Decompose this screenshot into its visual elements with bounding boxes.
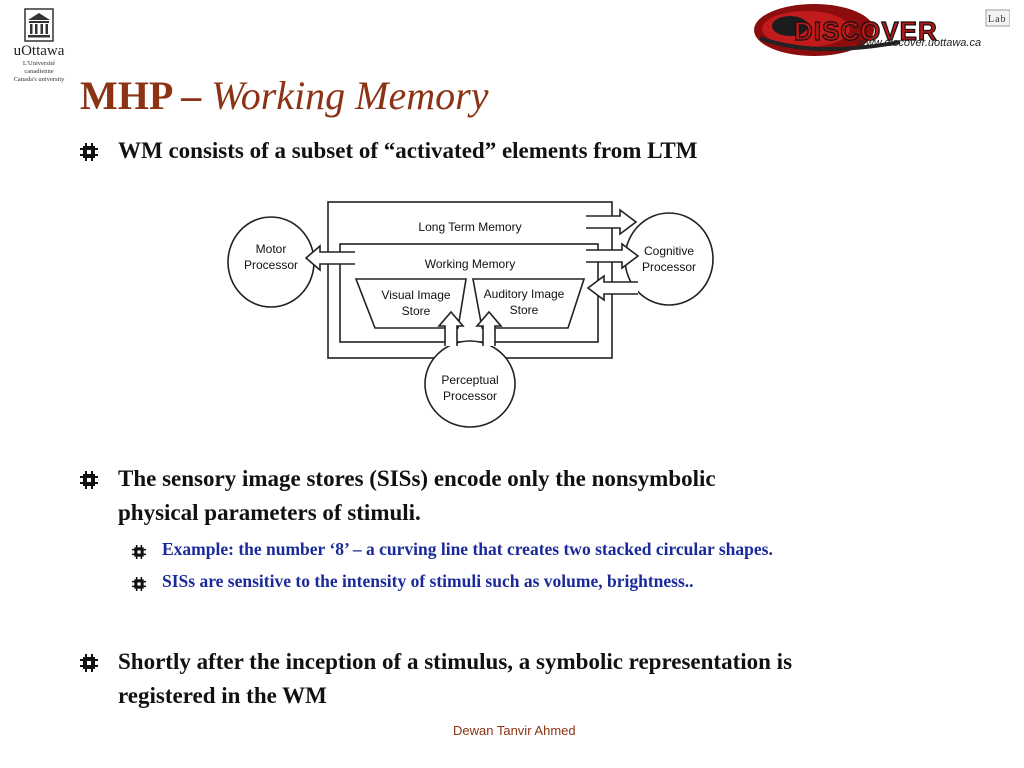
arrow-perceptual-to-visual xyxy=(437,310,465,346)
university-building-icon xyxy=(24,8,54,42)
discover-lab-logo: DISCOVER xyxy=(754,4,1010,56)
arrow-ltm-to-cognitive xyxy=(586,208,638,236)
arrow-wm-to-motor xyxy=(304,244,355,272)
sub-bullet-1-text: Example: the number ‘8’ – a curving line… xyxy=(162,539,773,559)
uottawa-logo: uOttawa L'Université canadienne Canada's… xyxy=(8,8,70,84)
wm-label: Working Memory xyxy=(425,257,515,271)
mhp-diagram: Long Term Memory Working Memory Visual I… xyxy=(227,201,714,428)
square-hash-bullet-icon xyxy=(80,654,98,672)
bullet-1-text: WM consists of a subset of “activated” e… xyxy=(118,138,698,163)
bullet-2-line-2: physical parameters of stimuli. xyxy=(118,500,421,525)
arrow-perceptual-to-auditory xyxy=(475,310,503,346)
square-hash-bullet-icon xyxy=(132,577,146,591)
discover-logo-text: DISCOVER xyxy=(794,16,938,46)
title-prefix: MHP – xyxy=(80,73,212,118)
visual-store-label-2: Store xyxy=(402,304,431,318)
lab-badge: Lab xyxy=(988,14,1007,25)
motor-label-1: Motor xyxy=(256,242,287,256)
auditory-store-label-2: Store xyxy=(510,303,539,317)
square-hash-bullet-icon xyxy=(80,143,98,161)
university-name: uOttawa xyxy=(13,43,65,59)
ltm-label: Long Term Memory xyxy=(418,220,521,234)
university-subtitle-en: Canada's university xyxy=(13,76,65,83)
footer-author: Dewan Tanvir Ahmed xyxy=(453,723,576,738)
perceptual-label-1: Perceptual xyxy=(441,373,498,387)
arrow-wm-to-cognitive xyxy=(586,242,640,270)
title-italic: Working Memory xyxy=(211,73,489,118)
motor-label-2: Processor xyxy=(244,258,298,272)
cognitive-label-2: Processor xyxy=(642,260,696,274)
slide-title: MHP – Working Memory xyxy=(80,72,488,119)
bullet-2-line-1: The sensory image stores (SISs) encode o… xyxy=(118,466,716,491)
square-hash-bullet-icon xyxy=(132,545,146,559)
visual-image-store xyxy=(354,278,467,329)
bullet-3-line-2: registered in the WM xyxy=(118,683,327,708)
visual-store-label-1: Visual Image xyxy=(381,288,450,302)
square-hash-bullet-icon xyxy=(80,471,98,489)
auditory-image-store xyxy=(472,278,586,329)
bullet-3-line-1: Shortly after the inception of a stimulu… xyxy=(118,649,793,674)
cognitive-processor xyxy=(624,212,714,306)
perceptual-processor xyxy=(424,340,516,428)
sub-bullet-2-text: SISs are sensitive to the intensity of s… xyxy=(162,571,694,591)
auditory-store-label-1: Auditory Image xyxy=(484,287,565,301)
arrow-cognitive-to-wm xyxy=(586,274,638,302)
lab-url: www.discover.uottawa.ca xyxy=(858,37,982,49)
perceptual-label-2: Processor xyxy=(443,389,497,403)
university-subtitle-fr: L'Université canadienne xyxy=(22,60,56,75)
cognitive-label-1: Cognitive xyxy=(644,244,694,258)
